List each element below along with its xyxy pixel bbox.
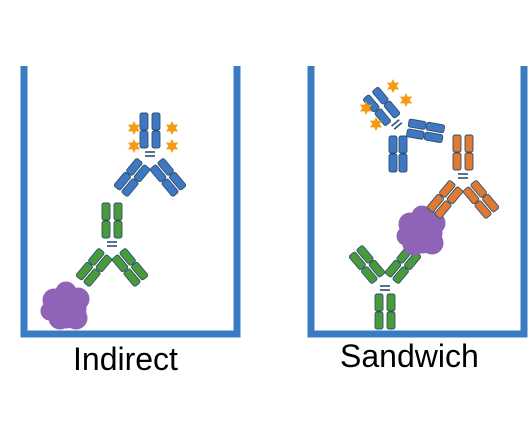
antigen-blob-icon <box>40 281 90 330</box>
enzyme-star-icon <box>386 79 400 93</box>
antigen-blob-icon <box>396 205 446 256</box>
enzyme-star-icon <box>127 121 141 135</box>
enzyme-star-icon <box>127 139 141 153</box>
panel-indirect <box>20 66 241 338</box>
well-sandwich <box>307 66 528 338</box>
caption-indirect: Indirect <box>73 341 178 377</box>
well-indirect <box>20 66 241 338</box>
detection-antibody-icon <box>425 134 501 220</box>
panel-sandwich <box>307 66 528 338</box>
caption-sandwich: Sandwich <box>340 338 479 374</box>
enzyme-star-icon <box>399 93 413 107</box>
secondary-antibody-icon <box>341 68 454 182</box>
enzyme-star-icon <box>165 121 179 135</box>
capture-antibody-icon <box>347 244 423 330</box>
primary-antibody-icon <box>74 202 150 288</box>
enzyme-star-icon <box>165 139 179 153</box>
